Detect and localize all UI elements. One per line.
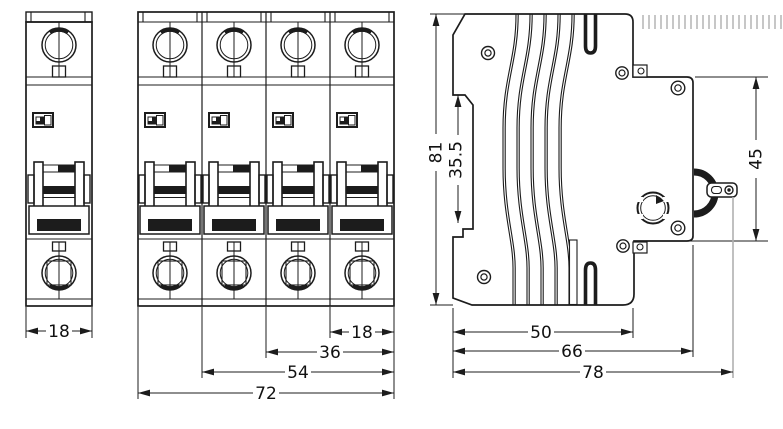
dim-4pole-widths: 18 36 54 72 [137,307,395,404]
toggle-handle [27,161,91,235]
bottom-vent-slot [568,239,578,306]
dim-label-78: 78 [582,363,604,383]
top-slot [583,14,598,55]
latch-arm [706,182,738,198]
bottom-step-bump [632,241,648,254]
indicator-window [208,112,230,128]
breaker-module [330,12,394,299]
indicator-window [336,112,358,128]
side-view [452,13,782,306]
dim-label-50: 50 [530,323,552,343]
indicator-window [144,112,166,128]
case-seam-lines [502,13,575,305]
breaker-module [27,12,91,299]
indicator-window [32,112,54,128]
dim-label-66: 66 [561,342,583,362]
dim-terminal-height: 45 [636,76,768,242]
rating-label-plate [148,219,192,231]
dimension-annotations: 18 18 36 54 [25,13,768,404]
rivets [476,45,686,285]
indicator-window [272,112,294,128]
dim-label-18-1pole: 18 [48,322,70,342]
dim-din-notch: 35.5 [447,95,467,223]
toggle-handle [266,161,330,235]
rating-label-plate [340,219,384,231]
dim-side-height: 81 [427,13,465,306]
breaker-module [266,12,330,299]
dim-1pole-width: 18 [25,307,93,342]
top-step-bump [632,64,648,78]
rating-label-plate [212,219,256,231]
dim-label-54: 54 [287,363,309,383]
dim-label-81: 81 [427,142,447,164]
rating-label-plate [276,219,320,231]
dim-side-depths: 50 66 78 [452,197,734,383]
toggle-handle [138,161,202,235]
dim-label-35-5: 35.5 [447,141,467,179]
dim-label-18-4pole: 18 [351,323,373,343]
rating-label-plate [37,219,81,231]
dim-label-72: 72 [255,384,277,404]
dim-label-36: 36 [319,343,341,363]
bottom-slot [583,261,598,305]
notch-corner-marks [453,94,474,238]
handle-shaft-knob [636,191,670,225]
panel-serration-ticks [642,15,782,29]
front-view-4pole [137,11,395,307]
dim-label-45: 45 [747,148,767,170]
breaker-module [138,12,202,299]
toggle-handle [202,161,266,235]
front-view-1pole [25,11,93,307]
toggle-handle [330,161,394,235]
breaker-module [202,12,266,299]
top-cap [25,11,93,23]
case-outline [452,13,694,306]
